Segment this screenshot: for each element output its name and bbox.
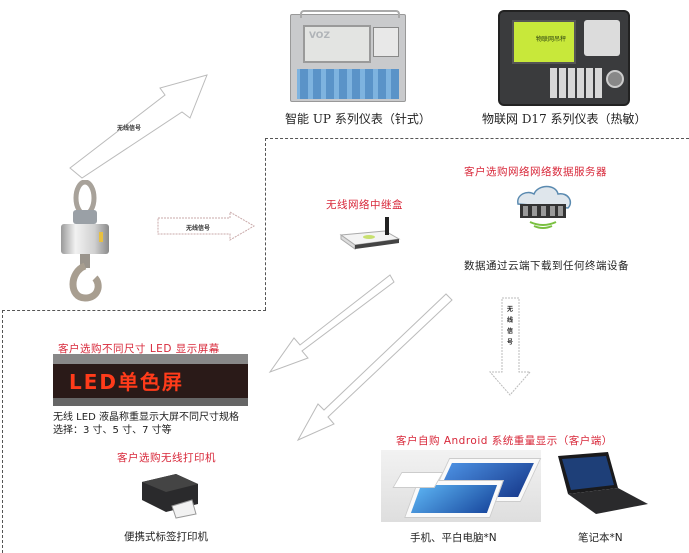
arrow-up-right-icon: [69, 74, 208, 179]
arrow-to-printer-icon: [296, 293, 453, 442]
printer-title: 客户选购无线打印机: [117, 452, 216, 464]
d17-power-button: [606, 70, 624, 88]
d17-instrument-caption: 物联网 D17 系列仪表（热敏）: [482, 112, 647, 126]
arrow-up-right-label: 无线信号: [117, 125, 142, 132]
up-keypad: [297, 69, 399, 99]
printer-caption: 便携式标签打印机: [124, 531, 208, 543]
arrow-right-label: 无线信号: [186, 225, 211, 232]
arrow-down-label: 无 线 信 号: [506, 306, 513, 346]
led-title: 客户选购不同尺寸 LED 显示屏幕: [58, 343, 220, 355]
tablet-phone-image: [381, 450, 542, 522]
up-lcd-screen: VOZ: [303, 25, 371, 63]
tablet-caption: 手机、平白电脑*N: [410, 532, 497, 544]
region-border-top: [265, 138, 689, 139]
d17-instrument-image: 物联网吊秤: [498, 10, 630, 106]
led-screen-image: LED单色屏: [53, 354, 248, 406]
led-description-line1: 无线 LED 液晶称重显示大屏不同尺寸规格: [53, 412, 239, 423]
region-border-middle: [2, 310, 266, 311]
relay-router-image: [339, 217, 401, 250]
led-description-line2: 选择：3 寸、5 寸、7 寸等: [53, 425, 172, 436]
label-printer-image: [142, 474, 198, 519]
d17-keypad: [550, 68, 602, 98]
arrow-right-icon: [157, 211, 255, 241]
d17-printer-slot: [584, 20, 620, 56]
relay-title: 无线网络中继盒: [326, 199, 403, 211]
laptop-image: [558, 452, 648, 514]
cloud-server-image: [517, 185, 572, 229]
up-instrument-caption: 智能 UP 系列仪表（针式）: [285, 112, 431, 126]
region-border-left-lower: [2, 310, 3, 553]
up-instrument-image: VOZ: [290, 10, 406, 102]
server-description: 数据通过云端下载到任何终端设备: [464, 260, 629, 272]
laptop-caption: 笔记本*N: [578, 532, 623, 544]
crane-scale-image: [61, 180, 109, 302]
server-title: 客户选购网络网络数据服务器: [464, 166, 607, 178]
arrow-to-led-icon: [268, 274, 395, 374]
up-printer-slot: [373, 27, 399, 57]
arrow-down-icon: [488, 297, 532, 396]
clients-title: 客户自购 Android 系统重量显示（客户端）: [396, 435, 613, 447]
region-border-right-upper: [265, 138, 266, 310]
d17-lcd-screen: 物联网吊秤: [512, 20, 576, 64]
